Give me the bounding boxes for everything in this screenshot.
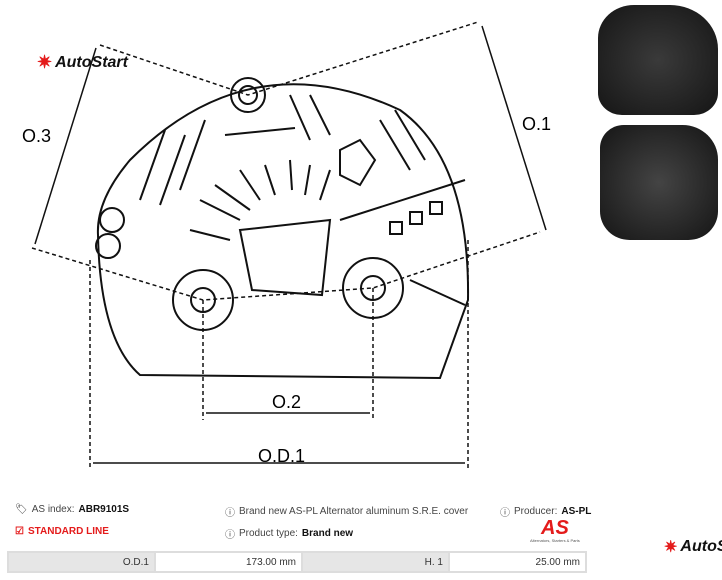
as-index: 🏷AS index:ABR9101S — [15, 504, 130, 515]
logo-gear-icon: ✷ — [37, 52, 53, 72]
info-icon: ⓘ — [500, 508, 510, 519]
standard-line: ☑STANDARD LINE — [15, 526, 109, 537]
spec-label: H. 1 — [301, 551, 450, 573]
autostart-logo-small: ✷AutoStart — [664, 538, 722, 556]
specs-table: O.D.1 173.00 mm H. 1 25.00 mm — [7, 551, 587, 573]
technical-drawing: O.3 O.1 O.2 O.D.1 — [22, 21, 551, 468]
label-od1: O.D.1 — [258, 446, 305, 466]
product-photo-top — [598, 5, 718, 115]
label-o3: O.3 — [22, 126, 51, 146]
label-o1: O.1 — [522, 114, 551, 134]
logo-gear-icon: ✷ — [664, 539, 678, 556]
info-icon: ⓘ — [225, 508, 235, 519]
spec-value: 25.00 mm — [448, 551, 587, 573]
product-photo-bottom — [600, 125, 718, 240]
table-row: O.D.1 173.00 mm H. 1 25.00 mm — [7, 551, 587, 573]
checkbox-icon: ☑ — [15, 526, 24, 537]
info-icon: ⓘ — [225, 530, 235, 541]
label-o2: O.2 — [272, 392, 301, 412]
spec-label: O.D.1 — [7, 551, 156, 573]
as-brand-logo: AS Alternators, Starters & Parts — [530, 517, 580, 543]
tag-icon: 🏷 — [15, 504, 28, 515]
spec-value: 173.00 mm — [154, 551, 303, 573]
